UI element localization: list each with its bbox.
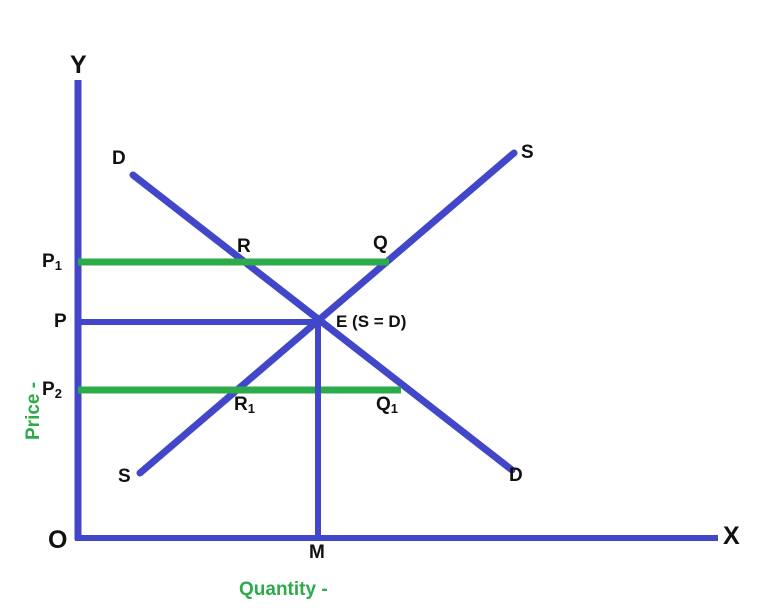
price-label-p: P	[54, 311, 67, 332]
quantity-label-m: M	[309, 542, 325, 563]
equilibrium-annotation: E (S = D)	[336, 312, 407, 331]
demand-curve-bottom-label: D	[509, 465, 523, 486]
y-axis-caption: Price -	[23, 381, 44, 440]
price-label-p2-text: P	[42, 379, 55, 400]
point-label-q: Q	[373, 233, 388, 254]
x-axis-caption: Quantity -	[239, 579, 328, 600]
point-label-q1: Q1	[376, 394, 398, 416]
supply-curve-top-label: S	[521, 142, 534, 163]
x-axis-label: X	[723, 522, 740, 550]
point-label-q1-subscript: 1	[390, 400, 398, 416]
supply-curve	[136, 149, 518, 477]
supply-curve-bottom-label: S	[118, 466, 131, 487]
price-label-p1-text: P	[42, 251, 55, 272]
price-label-p2: P2	[42, 379, 62, 401]
demand-curve	[129, 171, 516, 474]
y-axis-label: Y	[70, 51, 87, 79]
point-label-r1-text: R	[234, 394, 248, 415]
point-label-r: R	[237, 236, 251, 257]
demand-curve-top-label: D	[112, 148, 126, 169]
point-label-r1-subscript: 1	[247, 400, 255, 416]
price-label-p2-subscript: 2	[54, 385, 62, 401]
point-label-r1: R1	[234, 394, 255, 416]
origin-label: O	[48, 526, 68, 554]
price-label-p1: P1	[42, 251, 62, 273]
point-label-q1-text: Q	[376, 394, 391, 415]
price-label-p1-subscript: 1	[54, 257, 62, 273]
